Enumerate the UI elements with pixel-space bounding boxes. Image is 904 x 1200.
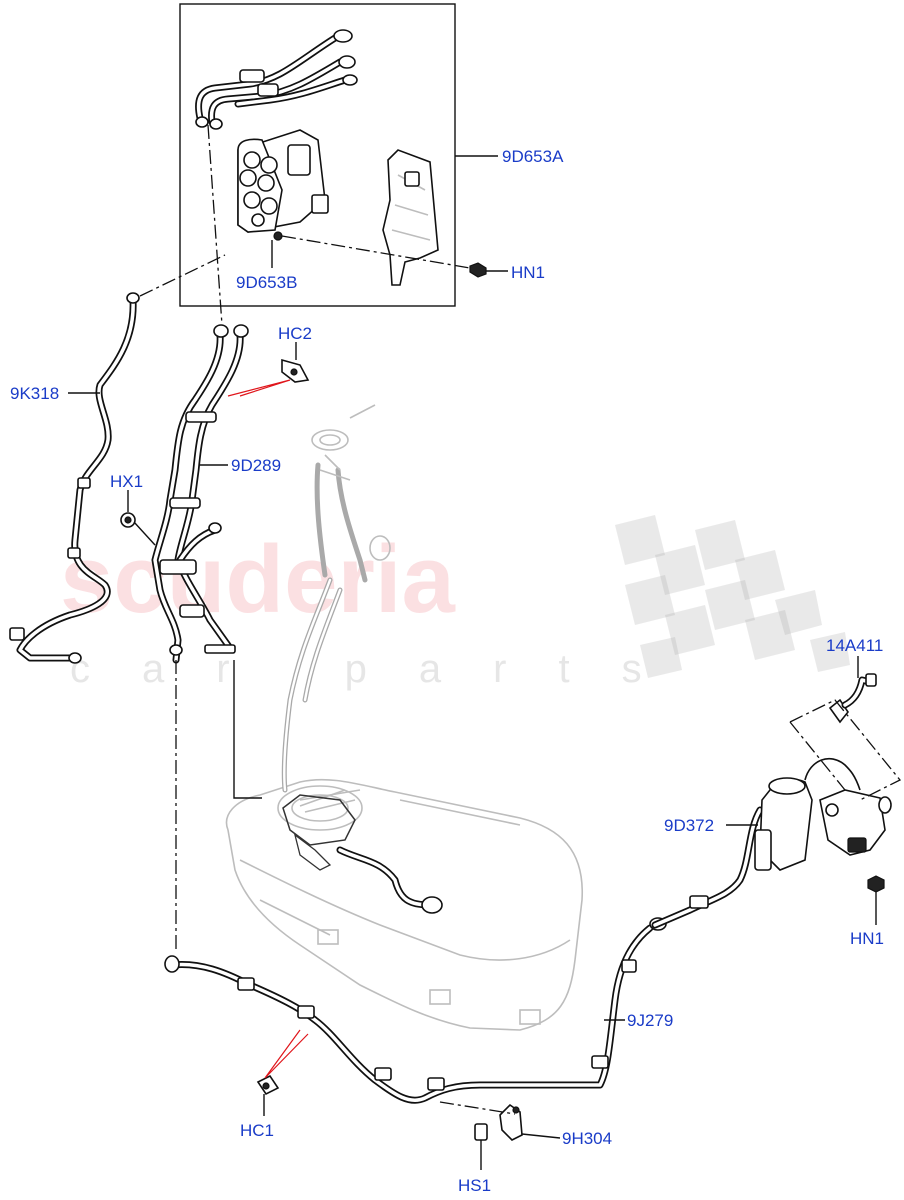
pipe-9K318 [9, 292, 140, 664]
canister-pipes [195, 29, 358, 130]
callout-9H304[interactable]: 9H304 [562, 1129, 612, 1148]
hose-clip-hc1-icon [256, 1074, 280, 1096]
watermark-checker-icon [615, 515, 850, 678]
pipe-bracket-9h304 [499, 1103, 523, 1141]
callout-9D653A[interactable]: 9D653A [502, 147, 564, 166]
canister-assembly-box [179, 3, 508, 307]
callout-9D289[interactable]: 9D289 [231, 456, 281, 475]
fuel-tank-ghost [225, 778, 583, 1031]
watermark-brand: scuderia [60, 526, 455, 633]
callout-HS1[interactable]: HS1 [458, 1176, 491, 1195]
watermark-sub: car parts [70, 647, 694, 691]
grommet-hx1-icon [120, 512, 136, 528]
pipe-9J279 [164, 917, 667, 1104]
callout-9K318[interactable]: 9K318 [10, 384, 59, 403]
callout-HN1-top[interactable]: HN1 [511, 263, 545, 282]
carbon-canister [237, 129, 329, 241]
callout-9D653B[interactable]: 9D653B [236, 273, 297, 292]
callout-HN1-right[interactable]: HN1 [850, 929, 884, 948]
callout-9D372[interactable]: 9D372 [664, 816, 714, 835]
callout-HC2[interactable]: HC2 [278, 324, 312, 343]
canister-bracket [382, 149, 439, 286]
screw-hs1-icon [474, 1123, 488, 1170]
watermark: scuderia car parts [60, 515, 850, 691]
hex-nut-icon [867, 875, 885, 893]
hose-clip-hc2-icon [281, 358, 310, 383]
pump-9D372 [651, 757, 892, 929]
callout-14A411[interactable]: 14A411 [826, 636, 883, 655]
callout-HC1[interactable]: HC1 [240, 1121, 274, 1140]
callout-9J279[interactable]: 9J279 [627, 1011, 673, 1030]
callout-HX1[interactable]: HX1 [110, 472, 143, 491]
callout-labels: 9D653A 9D653B HN1 HC2 9K318 9D289 HX1 14… [10, 147, 884, 1195]
harness-14A411 [828, 673, 877, 724]
filler-neck-ghost [281, 404, 391, 793]
hex-nut-icon [469, 262, 487, 278]
pipe-9D289 [151, 324, 249, 664]
